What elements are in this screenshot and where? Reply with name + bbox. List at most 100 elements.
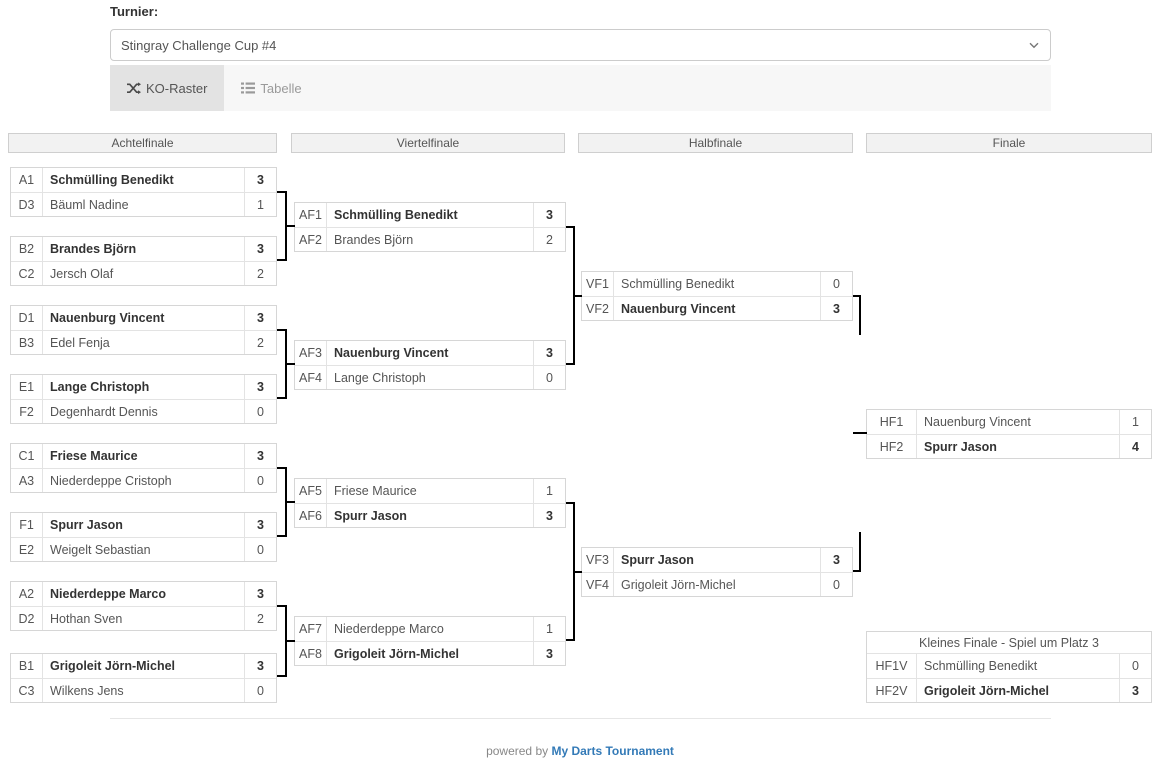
- table-row[interactable]: B3 Edel Fenja 2: [11, 330, 276, 354]
- table-row[interactable]: VF1 Schmülling Benedikt 0: [582, 272, 852, 296]
- seed: B1: [11, 654, 43, 678]
- player-name: Spurr Jason: [334, 508, 407, 523]
- connector-qf-sf-1: [566, 226, 582, 365]
- match-r16-3[interactable]: D1 Nauenburg Vincent 3 B3 Edel Fenja 2: [10, 305, 277, 355]
- seed: AF6: [295, 504, 327, 527]
- table-row[interactable]: AF2 Brandes Björn 2: [295, 227, 565, 251]
- score: 3: [533, 341, 565, 365]
- table-row[interactable]: AF4 Lange Christoph 0: [295, 365, 565, 389]
- table-row[interactable]: VF2 Nauenburg Vincent 3: [582, 296, 852, 320]
- table-row[interactable]: VF4 Grigoleit Jörn-Michel 0: [582, 572, 852, 596]
- seed: AF7: [295, 617, 327, 641]
- score: 3: [244, 306, 276, 330]
- tournament-select-box[interactable]: Stingray Challenge Cup #4: [110, 29, 1051, 61]
- seed: A2: [11, 582, 43, 606]
- player-name: Weigelt Sebastian: [50, 542, 151, 557]
- connector-r16-qf-3: [277, 467, 295, 537]
- table-row[interactable]: A3 Niederdeppe Cristoph 0: [11, 468, 276, 492]
- match-sf-1[interactable]: VF1 Schmülling Benedikt 0 VF2 Nauenburg …: [581, 271, 853, 321]
- footer-divider: [110, 718, 1051, 719]
- match-r16-6[interactable]: F1 Spurr Jason 3 E2 Weigelt Sebastian 0: [10, 512, 277, 562]
- tab-ko-raster[interactable]: KO-Raster: [110, 65, 225, 111]
- table-row[interactable]: AF1 Schmülling Benedikt 3: [295, 203, 565, 227]
- table-row[interactable]: HF2 Spurr Jason 4: [867, 434, 1151, 458]
- player-name: Niederdeppe Marco: [334, 622, 444, 636]
- match-qf-2[interactable]: AF3 Nauenburg Vincent 3 AF4 Lange Christ…: [294, 340, 566, 390]
- table-row[interactable]: HF1 Nauenburg Vincent 1: [867, 410, 1151, 434]
- footer: powered by My Darts Tournament: [0, 744, 1160, 758]
- score: 2: [244, 607, 276, 630]
- table-row[interactable]: HF2V Grigoleit Jörn-Michel 3: [867, 678, 1151, 702]
- score: 4: [1119, 435, 1151, 458]
- seed: D3: [11, 193, 43, 216]
- footer-link[interactable]: My Darts Tournament: [551, 744, 674, 758]
- table-row[interactable]: HF1V Schmülling Benedikt 0: [867, 654, 1151, 678]
- chevron-down-icon: [1028, 39, 1040, 51]
- table-row[interactable]: C1 Friese Maurice 3: [11, 444, 276, 468]
- seed: E2: [11, 538, 43, 561]
- table-row[interactable]: B2 Brandes Björn 3: [11, 237, 276, 261]
- match-r16-7[interactable]: A2 Niederdeppe Marco 3 D2 Hothan Sven 2: [10, 581, 277, 631]
- table-row[interactable]: A1 Schmülling Benedikt 3: [11, 168, 276, 192]
- seed: F1: [11, 513, 43, 537]
- table-row[interactable]: E1 Lange Christoph 3: [11, 375, 276, 399]
- round-header-label: Halbfinale: [688, 136, 743, 150]
- player-name: Schmülling Benedikt: [334, 208, 458, 222]
- seed: C1: [11, 444, 43, 468]
- player-name: Edel Fenja: [50, 335, 110, 350]
- table-row[interactable]: C3 Wilkens Jens 0: [11, 678, 276, 702]
- tournament-select[interactable]: Stingray Challenge Cup #4: [110, 29, 1051, 61]
- seed: HF2: [867, 435, 917, 458]
- seed: AF4: [295, 366, 327, 389]
- score: 0: [1119, 654, 1151, 678]
- match-r16-1[interactable]: A1 Schmülling Benedikt 3 D3 Bäuml Nadine…: [10, 167, 277, 217]
- match-qf-1[interactable]: AF1 Schmülling Benedikt 3 AF2 Brandes Bj…: [294, 202, 566, 252]
- table-row[interactable]: C2 Jersch Olaf 2: [11, 261, 276, 285]
- table-row[interactable]: D3 Bäuml Nadine 1: [11, 192, 276, 216]
- match-r16-4[interactable]: E1 Lange Christoph 3 F2 Degenhardt Denni…: [10, 374, 277, 424]
- match-qf-3[interactable]: AF5 Friese Maurice 1 AF6 Spurr Jason 3: [294, 478, 566, 528]
- match-r16-5[interactable]: C1 Friese Maurice 3 A3 Niederdeppe Crist…: [10, 443, 277, 493]
- player-name: Friese Maurice: [334, 484, 417, 498]
- player-name: Lange Christoph: [50, 380, 150, 394]
- match-r16-8[interactable]: B1 Grigoleit Jörn-Michel 3 C3 Wilkens Je…: [10, 653, 277, 703]
- round-header-halbfinale: Halbfinale: [578, 133, 853, 153]
- match-r16-2[interactable]: B2 Brandes Björn 3 C2 Jersch Olaf 2: [10, 236, 277, 286]
- seed: D2: [11, 607, 43, 630]
- score: 0: [244, 469, 276, 492]
- match-qf-4[interactable]: AF7 Niederdeppe Marco 1 AF8 Grigoleit Jö…: [294, 616, 566, 666]
- match-final[interactable]: HF1 Nauenburg Vincent 1 HF2 Spurr Jason …: [866, 409, 1152, 459]
- player-name: Bäuml Nadine: [50, 197, 129, 212]
- match-sf-2[interactable]: VF3 Spurr Jason 3 VF4 Grigoleit Jörn-Mic…: [581, 547, 853, 597]
- table-row[interactable]: F2 Degenhardt Dennis 0: [11, 399, 276, 423]
- table-row[interactable]: D1 Nauenburg Vincent 3: [11, 306, 276, 330]
- seed: AF3: [295, 341, 327, 365]
- score: 2: [244, 262, 276, 285]
- score: 0: [244, 538, 276, 561]
- score: 1: [533, 617, 565, 641]
- table-row[interactable]: AF6 Spurr Jason 3: [295, 503, 565, 527]
- table-row[interactable]: E2 Weigelt Sebastian 0: [11, 537, 276, 561]
- table-row[interactable]: AF7 Niederdeppe Marco 1: [295, 617, 565, 641]
- table-row[interactable]: AF3 Nauenburg Vincent 3: [295, 341, 565, 365]
- seed: A1: [11, 168, 43, 192]
- player-name: Brandes Björn: [334, 232, 414, 247]
- table-row[interactable]: VF3 Spurr Jason 3: [582, 548, 852, 572]
- tab-tabelle[interactable]: Tabelle: [224, 65, 318, 111]
- seed: B2: [11, 237, 43, 261]
- view-tabs: KO-Raster Tabelle: [110, 65, 1051, 111]
- connector-r16-qf-4: [277, 605, 295, 677]
- round-header-label: Achtelfinale: [111, 136, 174, 150]
- player-name: Nauenburg Vincent: [924, 415, 1031, 429]
- table-row[interactable]: A2 Niederdeppe Marco 3: [11, 582, 276, 606]
- seed: VF3: [582, 548, 614, 572]
- table-row[interactable]: B1 Grigoleit Jörn-Michel 3: [11, 654, 276, 678]
- table-row[interactable]: F1 Spurr Jason 3: [11, 513, 276, 537]
- score: 2: [533, 228, 565, 251]
- table-row[interactable]: AF8 Grigoleit Jörn-Michel 3: [295, 641, 565, 665]
- table-row[interactable]: AF5 Friese Maurice 1: [295, 479, 565, 503]
- seed: HF1V: [867, 654, 917, 678]
- table-row[interactable]: D2 Hothan Sven 2: [11, 606, 276, 630]
- match-third-place[interactable]: Kleines Finale - Spiel um Platz 3 HF1V S…: [866, 631, 1152, 703]
